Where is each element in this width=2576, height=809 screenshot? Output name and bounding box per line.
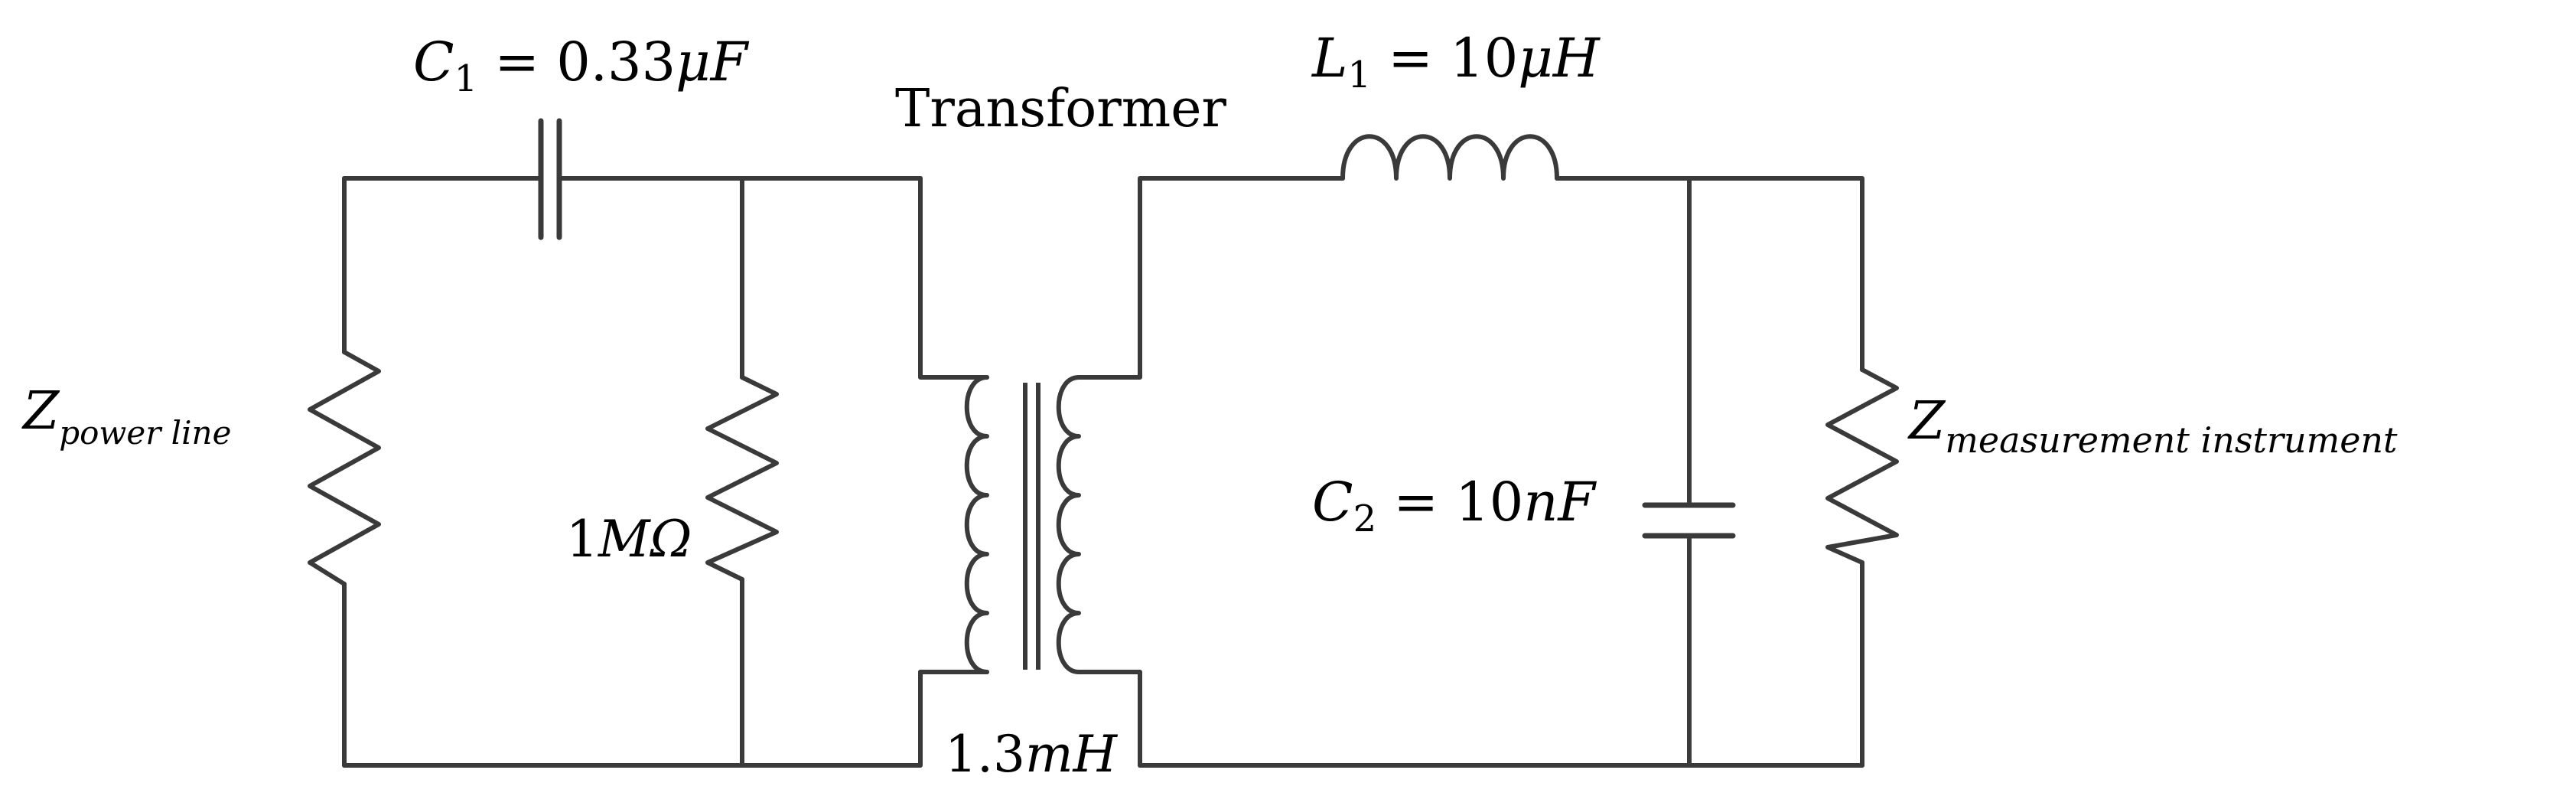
zmeas-label: Zmeasurement instrument bbox=[1907, 391, 2398, 461]
transformer bbox=[964, 375, 1081, 674]
wire-bottom-left bbox=[342, 670, 923, 768]
c2-capacitor bbox=[1642, 502, 1736, 539]
c2-label: C2 = 10nF bbox=[1312, 471, 1597, 540]
transformer-label: Transformer bbox=[895, 79, 1226, 139]
wires bbox=[342, 176, 1864, 768]
transformer-inductance-label: 1.3mH bbox=[945, 725, 1119, 784]
c1-label: C1 = 0.33μF bbox=[413, 31, 750, 100]
transformer-secondary-coil bbox=[1056, 375, 1081, 674]
wire-primary-top bbox=[918, 176, 989, 380]
wire-top-right bbox=[1555, 176, 1864, 768]
transformer-primary-coil bbox=[964, 375, 989, 674]
l1-label: L1 = 10μH bbox=[1311, 27, 1601, 96]
c1-capacitor bbox=[538, 118, 562, 240]
wire-secondary-bottom bbox=[1076, 670, 1142, 768]
r1-label: 1MΩ bbox=[566, 510, 692, 569]
wire-secondary-top bbox=[1076, 176, 1345, 380]
zpower-label: Zpower line bbox=[21, 381, 231, 452]
zpower-resistor bbox=[308, 350, 381, 586]
zmeas-resistor bbox=[1825, 367, 1899, 565]
r1-resistor bbox=[705, 375, 779, 582]
l1-inductor bbox=[1340, 134, 1559, 181]
